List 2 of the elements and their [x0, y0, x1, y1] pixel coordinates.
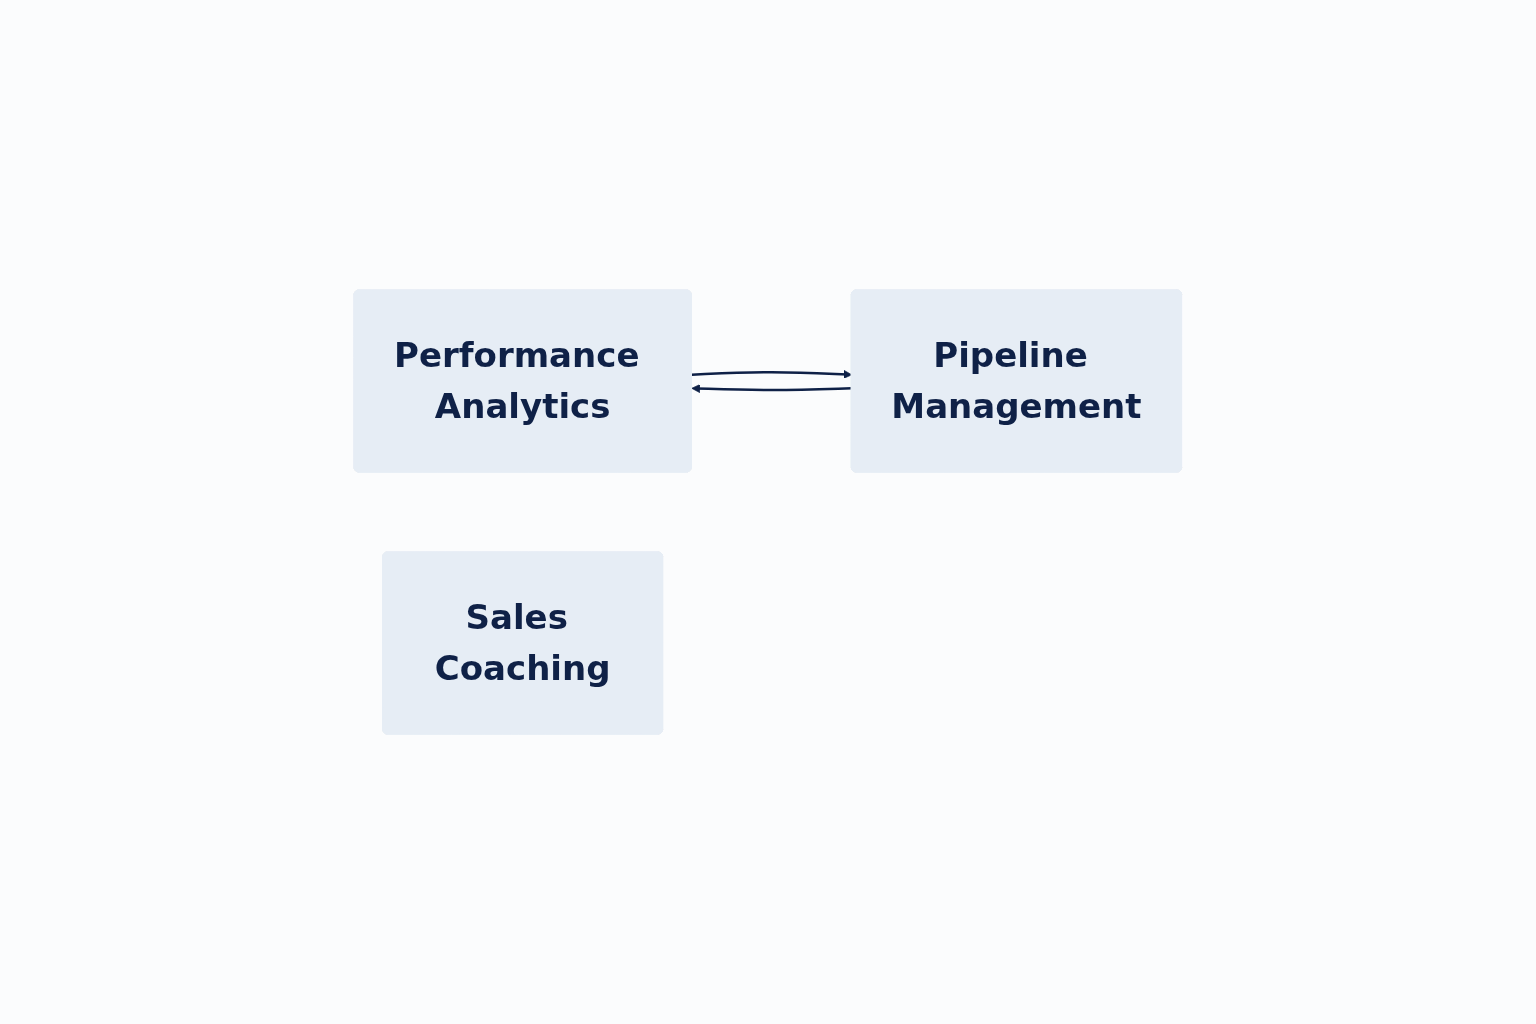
arrow	[691, 384, 853, 393]
arrow	[691, 370, 853, 379]
